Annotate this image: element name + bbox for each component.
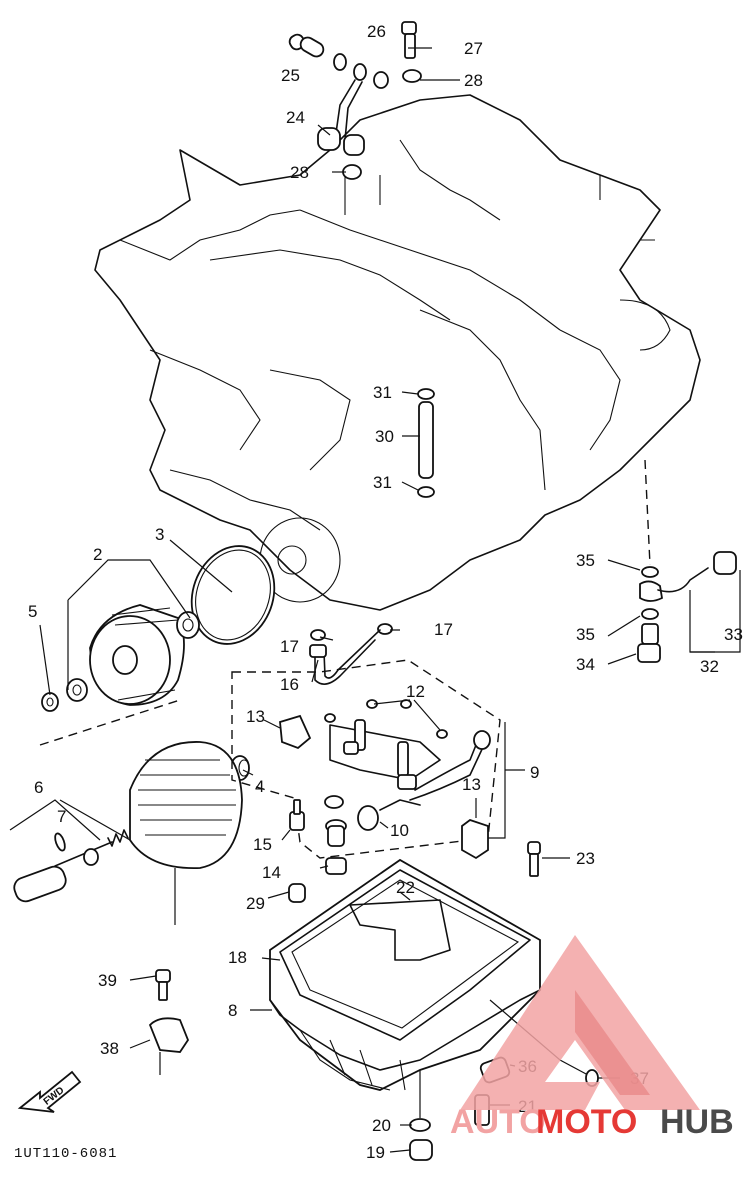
right-hose-group — [637, 459, 741, 663]
part-label-31b: 31 — [373, 473, 392, 492]
part-label-18: 18 — [228, 948, 247, 967]
leader-lines — [39, 47, 641, 1153]
part-label-22: 22 — [396, 878, 415, 897]
fwd-arrow: FWD — [17, 1070, 82, 1113]
oil-hose-16 — [309, 623, 393, 685]
part-label-38: 38 — [100, 1039, 119, 1058]
part-label-31a: 31 — [373, 383, 392, 402]
part-label-20: 20 — [372, 1116, 391, 1135]
part-label-8: 8 — [228, 1001, 237, 1020]
part-label-23: 23 — [576, 849, 595, 868]
part-label-17a: 17 — [280, 637, 299, 656]
part-label-35a: 35 — [576, 551, 595, 570]
plug-38-bolt-39 — [148, 969, 599, 1087]
oil-pan-assembly — [269, 841, 589, 1161]
part-label-6: 6 — [34, 778, 43, 797]
oil-cooler-assembly — [39, 545, 276, 781]
part-label-30: 30 — [375, 427, 394, 446]
oil-delivery-pipe-group — [288, 21, 422, 180]
watermark-text-moto: MOTO — [536, 1103, 637, 1141]
crankcase-outline — [94, 94, 701, 611]
bolt-15-and-collar-14 — [288, 799, 347, 903]
watermark-logo: AUTO MOTO HUB — [450, 935, 734, 1141]
part-label-24: 24 — [286, 108, 305, 127]
part-label-5: 5 — [28, 602, 37, 621]
part-label-39: 39 — [98, 971, 117, 990]
watermark-text-auto: AUTO — [450, 1103, 546, 1141]
part-label-2: 2 — [93, 545, 102, 564]
part-label-33: 33 — [724, 625, 743, 644]
part-label-27: 27 — [464, 39, 483, 58]
part-label-15: 15 — [253, 835, 272, 854]
part-label-14: 14 — [262, 863, 281, 882]
part-labels: 2 3 4 5 6 7 8 9 10 12 13 13 14 15 16 17 … — [28, 22, 743, 1162]
part-label-35b: 35 — [576, 625, 595, 644]
part-label-17b: 17 — [434, 620, 453, 639]
part-label-7: 7 — [57, 807, 66, 826]
part-label-12: 12 — [406, 682, 425, 701]
part-label-3: 3 — [155, 525, 164, 544]
oil-filter-cover — [9, 741, 243, 925]
diagram-code: 1UT110-6081 — [14, 1146, 117, 1162]
part-label-10: 10 — [390, 821, 409, 840]
part-label-19: 19 — [366, 1143, 385, 1162]
part-label-29: 29 — [246, 894, 265, 913]
oil-pipe-group-9 — [231, 659, 525, 860]
part-label-4: 4 — [255, 777, 264, 796]
part-label-25: 25 — [281, 66, 300, 85]
part-label-28b: 28 — [290, 163, 309, 182]
part-label-32: 32 — [700, 657, 719, 676]
part-label-34: 34 — [576, 655, 595, 674]
watermark-text-hub: HUB — [660, 1103, 734, 1141]
part-label-26: 26 — [367, 22, 386, 41]
part-label-16: 16 — [280, 675, 299, 694]
part-label-13b: 13 — [462, 775, 481, 794]
part-label-13a: 13 — [246, 707, 265, 726]
oil-pipe-30 — [417, 388, 435, 498]
part-label-28a: 28 — [464, 71, 483, 90]
part-label-9: 9 — [530, 763, 539, 782]
